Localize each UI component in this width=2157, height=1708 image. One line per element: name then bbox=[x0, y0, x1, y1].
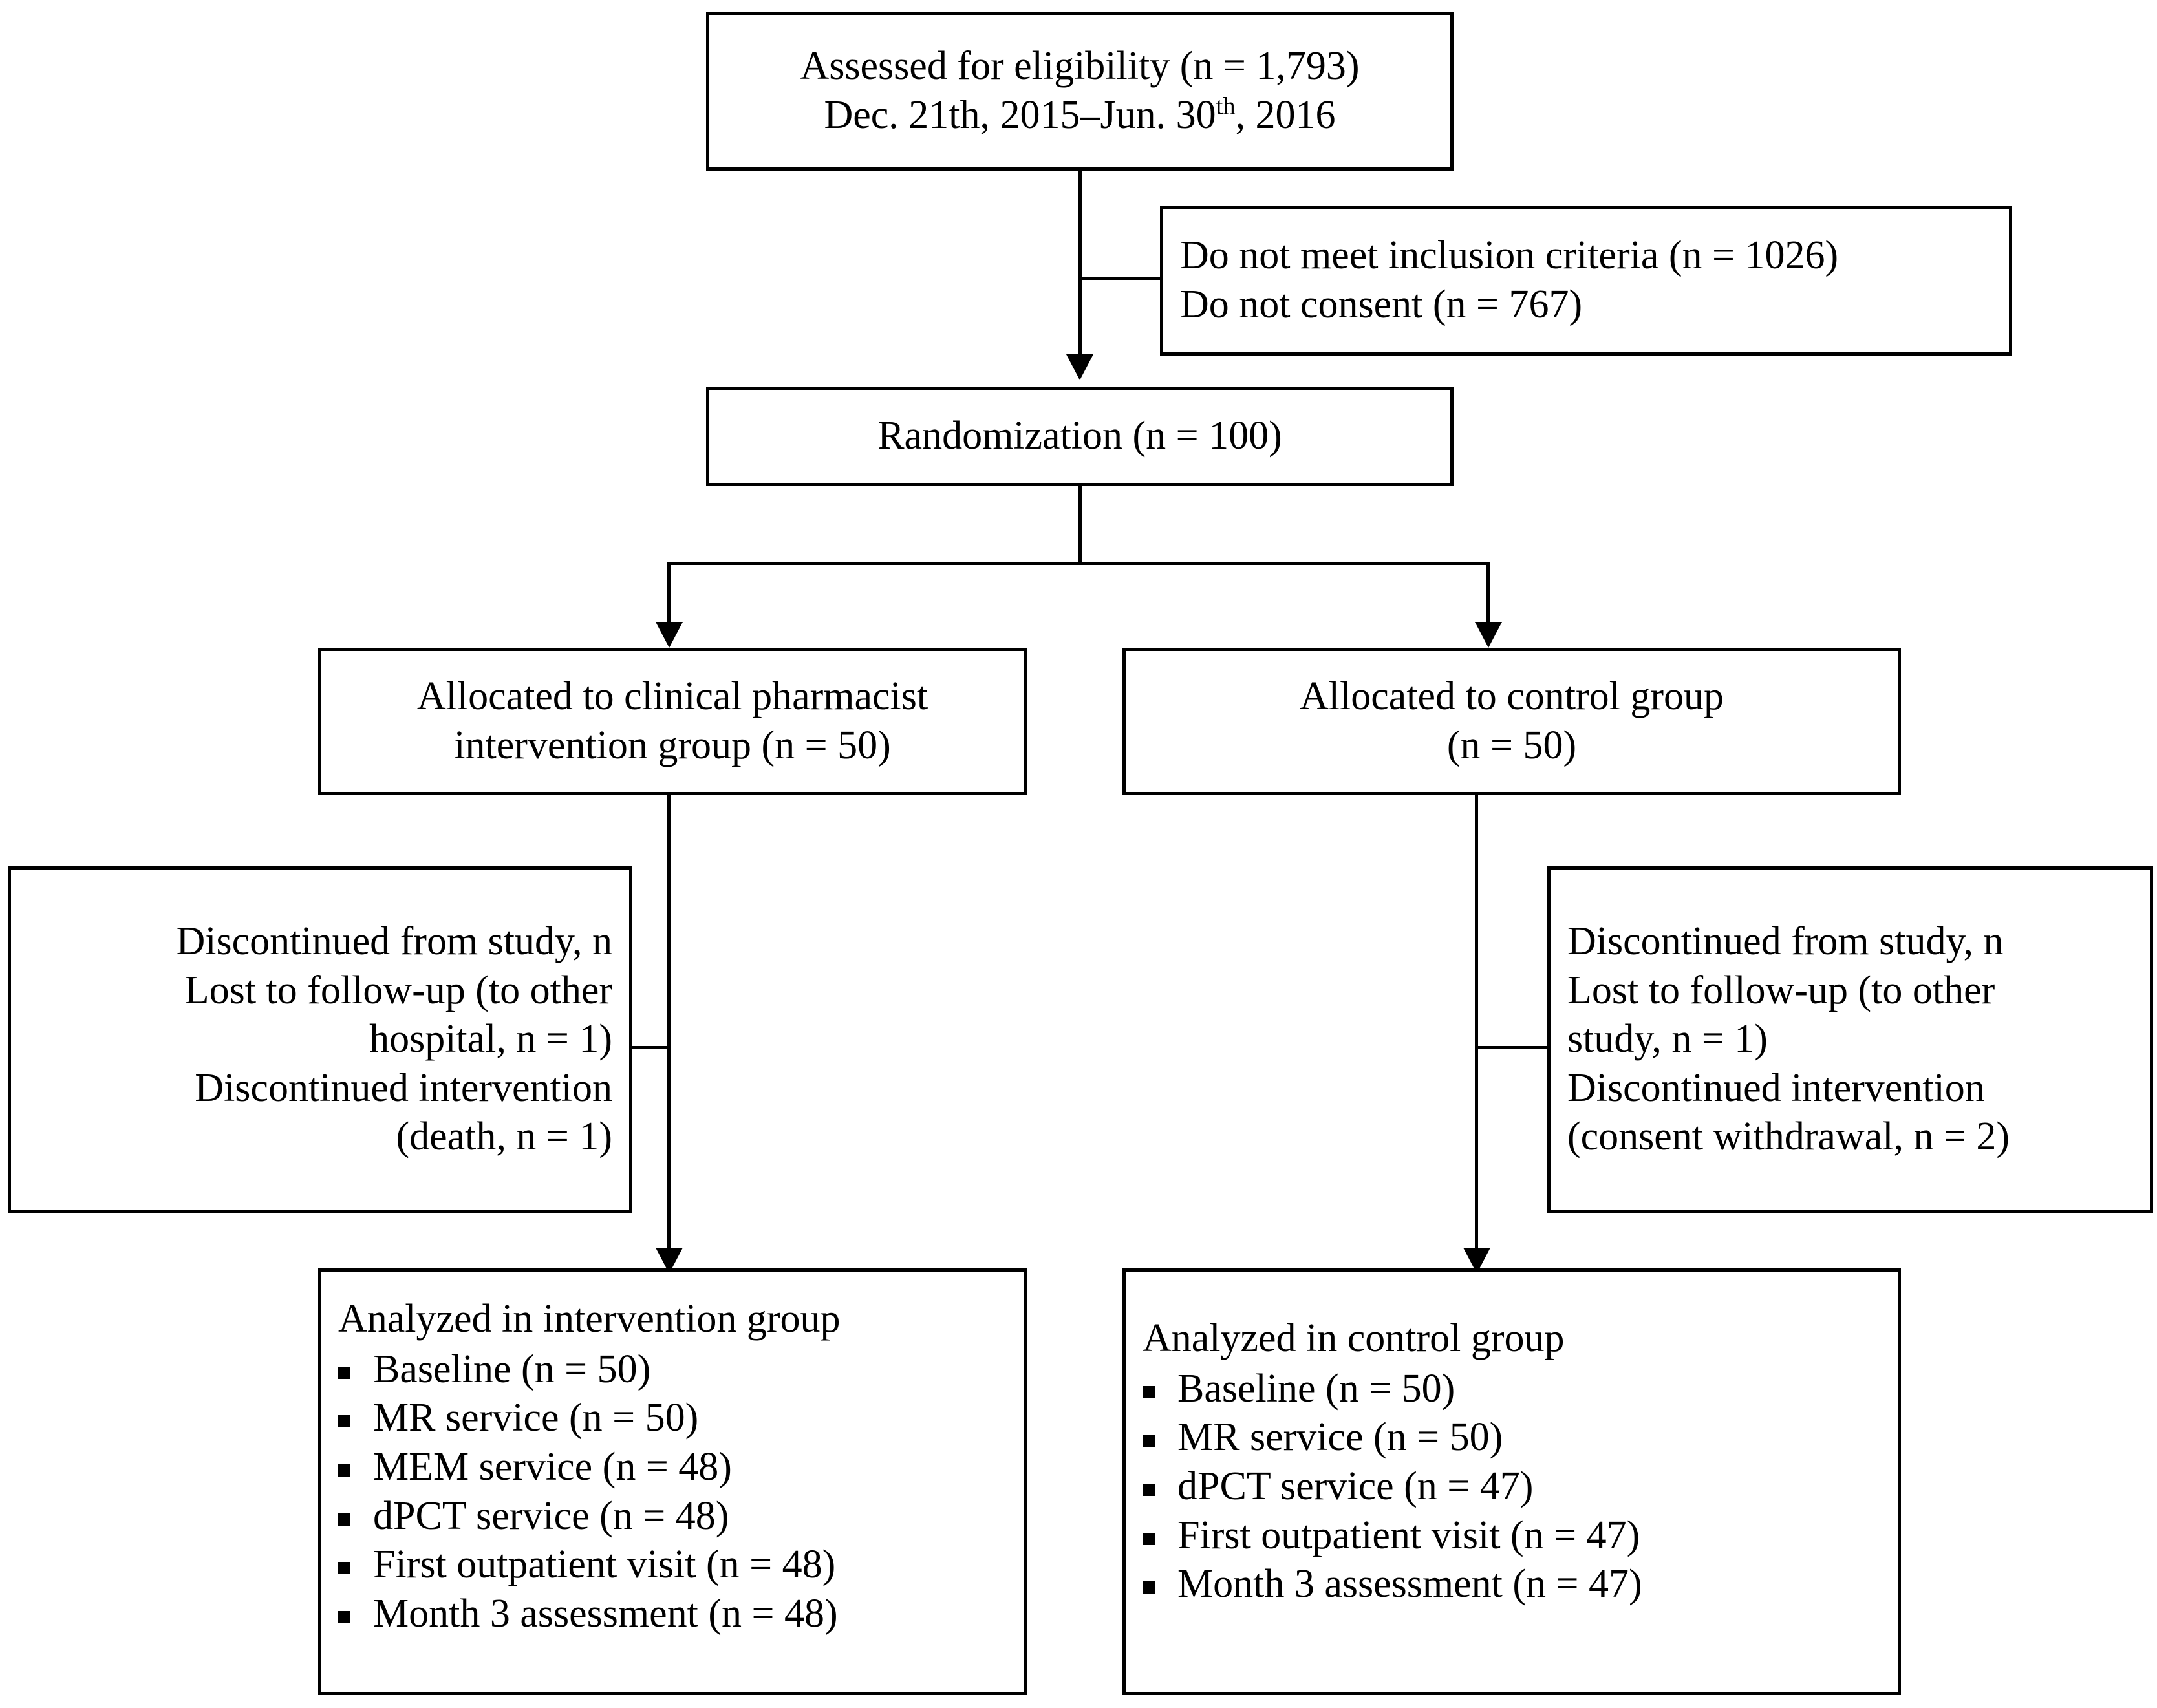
box-randomization: Randomization (n = 100) bbox=[706, 387, 1454, 486]
connector-eligibility-to-randomization bbox=[1078, 171, 1082, 359]
discontinued-intervention-line-5: (death, n = 1) bbox=[396, 1115, 612, 1159]
list-item: MR service (n = 50) bbox=[1126, 1413, 1898, 1462]
box-discontinued-control: Discontinued from study, n Lost to follo… bbox=[1547, 866, 2153, 1213]
excluded-line-1: Do not meet inclusion criteria (n = 1026… bbox=[1180, 233, 1839, 278]
connector-randomization-split-bar bbox=[667, 562, 1490, 565]
bullet-square-icon bbox=[338, 1366, 350, 1379]
connector-intervention-allocation-to-analysis bbox=[667, 795, 671, 1261]
bullet-square-icon bbox=[338, 1610, 350, 1623]
discontinued-intervention-line-4: Discontinued intervention bbox=[195, 1065, 612, 1110]
box-excluded-reasons: Do not meet inclusion criteria (n = 1026… bbox=[1160, 206, 2012, 356]
list-item-label: Month 3 assessment (n = 48) bbox=[373, 1591, 838, 1636]
bullet-square-icon bbox=[338, 1415, 350, 1428]
allocated-control-line-2: (n = 50) bbox=[1446, 723, 1577, 767]
analyzed-intervention-list: Baseline (n = 50) MR service (n = 50) ME… bbox=[321, 1345, 1024, 1639]
discontinued-control-line-5: (consent withdrawal, n = 2) bbox=[1567, 1115, 2010, 1159]
allocated-intervention-line-2: intervention group (n = 50) bbox=[454, 723, 891, 767]
bullet-square-icon bbox=[338, 1562, 350, 1575]
connector-eligibility-to-excluded bbox=[1078, 277, 1160, 280]
randomization-line-1: Randomization (n = 100) bbox=[877, 414, 1282, 458]
discontinued-control-line-1: Discontinued from study, n bbox=[1567, 919, 2004, 963]
discontinued-intervention-line-3: hospital, n = 1) bbox=[369, 1017, 612, 1062]
list-item-label: Month 3 assessment (n = 47) bbox=[1177, 1562, 1642, 1607]
allocated-intervention-line-1: Allocated to clinical pharmacist bbox=[416, 674, 928, 719]
box-analyzed-control: Analyzed in control group Baseline (n = … bbox=[1122, 1268, 1901, 1695]
connector-control-to-discontinued bbox=[1475, 1046, 1547, 1049]
list-item-label: dPCT service (n = 48) bbox=[373, 1493, 729, 1538]
list-item: dPCT service (n = 48) bbox=[321, 1492, 1024, 1541]
arrowhead-to-randomization bbox=[1066, 354, 1093, 380]
list-item: First outpatient visit (n = 47) bbox=[1126, 1511, 1898, 1561]
box-analyzed-intervention: Analyzed in intervention group Baseline … bbox=[318, 1268, 1027, 1695]
list-item: First outpatient visit (n = 48) bbox=[321, 1541, 1024, 1590]
arrowhead-to-intervention-allocation bbox=[656, 622, 683, 648]
analyzed-intervention-header: Analyzed in intervention group bbox=[338, 1297, 841, 1341]
box-assessed-for-eligibility: Assessed for eligibility (n = 1,793) Dec… bbox=[706, 12, 1454, 171]
list-item: Baseline (n = 50) bbox=[321, 1345, 1024, 1394]
eligibility-date-superscript: th bbox=[1216, 92, 1236, 120]
eligibility-line-1: Assessed for eligibility (n = 1,793) bbox=[800, 44, 1360, 89]
discontinued-intervention-line-1: Discontinued from study, n bbox=[176, 919, 612, 963]
list-item-label: First outpatient visit (n = 47) bbox=[1177, 1513, 1640, 1557]
list-item-label: MR service (n = 50) bbox=[373, 1396, 699, 1440]
list-item: MR service (n = 50) bbox=[321, 1394, 1024, 1443]
connector-to-control-arm bbox=[1486, 562, 1490, 627]
box-discontinued-intervention: Discontinued from study, n Lost to follo… bbox=[8, 866, 632, 1213]
eligibility-line-2: Dec. 21th, 2015–Jun. 30th, 2016 bbox=[824, 91, 1335, 140]
list-item: Month 3 assessment (n = 47) bbox=[1126, 1560, 1898, 1609]
bullet-square-icon bbox=[1143, 1483, 1155, 1496]
analyzed-control-list: Baseline (n = 50) MR service (n = 50) dP… bbox=[1126, 1365, 1898, 1609]
arrowhead-to-control-allocation bbox=[1475, 622, 1502, 648]
list-item-label: First outpatient visit (n = 48) bbox=[373, 1543, 836, 1587]
connector-to-intervention-arm bbox=[667, 562, 671, 627]
discontinued-control-line-4: Discontinued intervention bbox=[1567, 1065, 1985, 1110]
discontinued-control-line-3: study, n = 1) bbox=[1567, 1017, 1768, 1062]
list-item-label: dPCT service (n = 47) bbox=[1177, 1464, 1534, 1508]
list-item-label: Baseline (n = 50) bbox=[1177, 1366, 1455, 1411]
discontinued-control-line-2: Lost to follow-up (to other bbox=[1567, 968, 1995, 1012]
discontinued-intervention-line-2: Lost to follow-up (to other bbox=[184, 968, 612, 1012]
allocated-control-line-1: Allocated to control group bbox=[1300, 674, 1724, 719]
connector-intervention-to-discontinued bbox=[632, 1046, 670, 1049]
list-item-label: MEM service (n = 48) bbox=[373, 1444, 732, 1489]
bullet-square-icon bbox=[338, 1513, 350, 1526]
list-item-label: Baseline (n = 50) bbox=[373, 1347, 651, 1391]
list-item: MEM service (n = 48) bbox=[321, 1443, 1024, 1492]
excluded-line-2: Do not consent (n = 767) bbox=[1180, 283, 1583, 326]
list-item: dPCT service (n = 47) bbox=[1126, 1462, 1898, 1511]
analyzed-control-header: Analyzed in control group bbox=[1143, 1316, 1565, 1360]
list-item: Baseline (n = 50) bbox=[1126, 1365, 1898, 1414]
bullet-square-icon bbox=[1143, 1385, 1155, 1398]
box-allocated-control: Allocated to control group (n = 50) bbox=[1122, 648, 1901, 795]
list-item: Month 3 assessment (n = 48) bbox=[321, 1590, 1024, 1639]
eligibility-year: , 2016 bbox=[1235, 93, 1336, 137]
bullet-square-icon bbox=[1143, 1435, 1155, 1447]
connector-control-allocation-to-analysis bbox=[1475, 795, 1478, 1261]
bullet-square-icon bbox=[1143, 1532, 1155, 1545]
connector-randomization-stem bbox=[1078, 486, 1082, 564]
bullet-square-icon bbox=[1143, 1581, 1155, 1594]
box-allocated-intervention: Allocated to clinical pharmacist interve… bbox=[318, 648, 1027, 795]
eligibility-date-range: Dec. 21th, 2015–Jun. 30 bbox=[824, 93, 1216, 137]
list-item-label: MR service (n = 50) bbox=[1177, 1415, 1503, 1460]
bullet-square-icon bbox=[338, 1464, 350, 1477]
